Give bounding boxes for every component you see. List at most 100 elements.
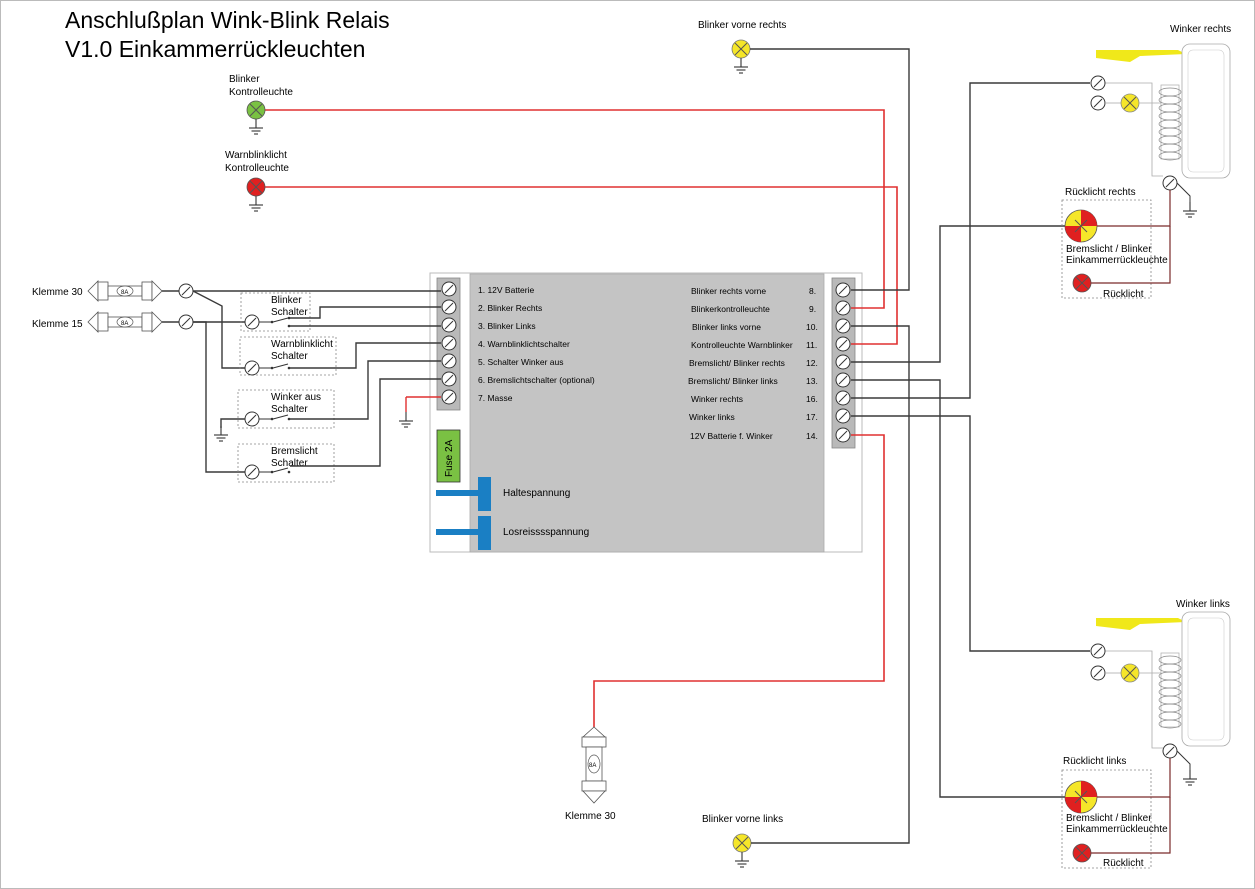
pin-13-terminal <box>835 372 851 388</box>
fuse-2a: Fuse 2A <box>436 429 461 483</box>
right-pin-label: Blinker rechts vorne <box>691 286 766 296</box>
ground-icon <box>213 425 229 442</box>
right-pin-number: 14. <box>806 431 818 441</box>
wire-warnblinkschalter <box>290 342 441 369</box>
switch-label: Blinker <box>271 295 302 306</box>
wire-bremslicht-links <box>851 379 1066 798</box>
pin-11-terminal <box>835 336 851 352</box>
fuse-rating: 8A <box>121 290 128 296</box>
switch-label: Schalter <box>271 404 308 415</box>
left-pin-label: 5. Schalter Winker aus <box>478 357 564 367</box>
winker-aus-schalter: Winker aus Schalter <box>237 389 335 429</box>
wire-winker-links <box>851 415 1090 652</box>
wire-winker-aus <box>290 360 441 420</box>
bremslicht-schalter: Bremslicht Schalter <box>237 443 335 483</box>
wire-blinker-rechts-vorne <box>750 48 910 291</box>
ruecklicht-label: Rücklicht <box>1103 289 1144 300</box>
right-pin-label: Bremslicht/ Blinker links <box>688 376 778 386</box>
blinker-kontrolleuchte: Blinker Kontrolleuchte <box>229 74 293 135</box>
winker-rechts: Winker rechts <box>1090 24 1231 218</box>
right-pin-label: Blinker links vorne <box>692 322 761 332</box>
wire-batterie-winker <box>593 434 885 727</box>
pin-12-terminal <box>835 354 851 370</box>
lamp-label: Kontrolleuchte <box>229 87 293 98</box>
bremslicht-label: Bremslicht / Blinker <box>1066 813 1152 824</box>
right-pin-number: 11. <box>806 340 817 350</box>
bremslicht-label: Einkammerrückleuchte <box>1066 824 1168 835</box>
left-pin-label: 2. Blinker Rechts <box>478 303 542 313</box>
pin-14-terminal <box>835 427 851 443</box>
wire-blinker-links-vorne <box>751 325 910 844</box>
bremslicht-label: Einkammerrückleuchte <box>1066 255 1168 266</box>
wire-winker-rechts <box>851 82 1090 399</box>
fuse-rating: 8A <box>121 321 128 327</box>
supply-label: Klemme 30 <box>565 811 616 822</box>
left-pin-label: 7. Masse <box>478 393 513 403</box>
pin-3-terminal <box>441 317 457 333</box>
right-pin-label: 12V Batterie f. Winker <box>690 431 773 441</box>
switch-label: Winker aus <box>271 392 321 403</box>
diagram-title-line2: V1.0 Einkammerrückleuchten <box>65 36 365 62</box>
left-pin-label: 3. Blinker Links <box>478 321 536 331</box>
wire-warnblink-kontrolleuchte <box>264 186 898 345</box>
fuse-rating: 8A <box>589 763 596 769</box>
right-pin-label: Blinkerkontrolleuchte <box>691 304 770 314</box>
right-pin-number: 8. <box>809 286 816 296</box>
pin-6-terminal <box>441 371 457 387</box>
pin-16-terminal <box>835 390 851 406</box>
ruecklicht-rechts: Rücklicht rechts Bremslicht / Blinker Ei… <box>1061 187 1171 300</box>
blinker-vorne-rechts: Blinker vorne rechts <box>698 20 786 74</box>
svg-text:Fuse 2A: Fuse 2A <box>444 439 455 477</box>
diagram-title-line1: Anschlußplan Wink-Blink Relais <box>65 7 390 33</box>
right-pin-number: 16. <box>806 394 818 404</box>
lamp-label: Blinker <box>229 74 260 85</box>
wire-klemme15-bremslicht <box>193 321 245 473</box>
winker-arm-icon <box>1096 618 1186 630</box>
right-pin-number: 9. <box>809 304 816 314</box>
switch-label: Schalter <box>271 307 308 318</box>
pin-10-terminal <box>835 318 851 334</box>
left-pin-label: 1. 12V Batterie <box>478 285 535 295</box>
ruecklicht-links: Rücklicht links Bremslicht / Blinker Ein… <box>1061 756 1171 869</box>
ruecklicht-title: Rücklicht links <box>1063 756 1126 767</box>
warnblink-kontrolleuchte: Warnblinklicht Kontrolleuchte <box>225 150 289 212</box>
winker-title: Winker rechts <box>1170 24 1231 35</box>
right-pin-label: Winker links <box>689 412 735 422</box>
winker-title: Winker links <box>1176 599 1230 610</box>
blinker-vorne-links: Blinker vorne links <box>702 814 783 868</box>
ruecklicht-label: Rücklicht <box>1103 858 1144 869</box>
right-pin-label: Winker rechts <box>691 394 743 404</box>
right-pin-number: 12. <box>806 358 818 368</box>
lamp-label: Warnblinklicht <box>225 150 287 161</box>
ground-icon <box>398 411 414 428</box>
wire-blinker-rechts <box>290 306 441 319</box>
pin-7-terminal <box>441 389 457 405</box>
lamp-label: Kontrolleuchte <box>225 163 289 174</box>
right-pin-label: Kontrolleuchte Warnblinker <box>691 340 793 350</box>
pin-4-terminal <box>441 335 457 351</box>
supply-klemme15: Klemme 15 8A <box>32 311 194 333</box>
right-pin-number: 13. <box>806 376 818 386</box>
ruecklicht-title: Rücklicht rechts <box>1065 187 1136 198</box>
winker-housing <box>1181 611 1231 747</box>
switch-label: Schalter <box>271 351 308 362</box>
blinker-schalter: Blinker Schalter <box>240 292 311 332</box>
wire-bremslichtschalter <box>290 378 441 467</box>
pin-2-terminal <box>441 299 457 315</box>
winker-housing <box>1181 43 1231 179</box>
warnblinklicht-schalter: Warnblinklicht Schalter <box>239 336 337 376</box>
wire-blinker-kontrolleuchte <box>264 109 885 309</box>
right-pin-label: Bremslicht/ Blinker rechts <box>689 358 785 368</box>
haltespannung-connector <box>436 477 491 511</box>
left-pin-label: 4. Warnblinklichtschalter <box>478 339 570 349</box>
right-pin-number: 10. <box>806 322 818 332</box>
switch-label: Schalter <box>271 458 308 469</box>
relay-module: Fuse 2A Haltespannung Losreisssspannung … <box>429 272 863 553</box>
switch-label: Warnblinklicht <box>271 339 333 350</box>
supply-klemme30-bottom: 8A Klemme 30 <box>565 726 616 822</box>
supply-label: Klemme 30 <box>32 287 83 298</box>
winker-arm-icon <box>1096 50 1186 62</box>
pin-5-terminal <box>441 353 457 369</box>
wire-bremslicht-rechts <box>851 225 1066 363</box>
